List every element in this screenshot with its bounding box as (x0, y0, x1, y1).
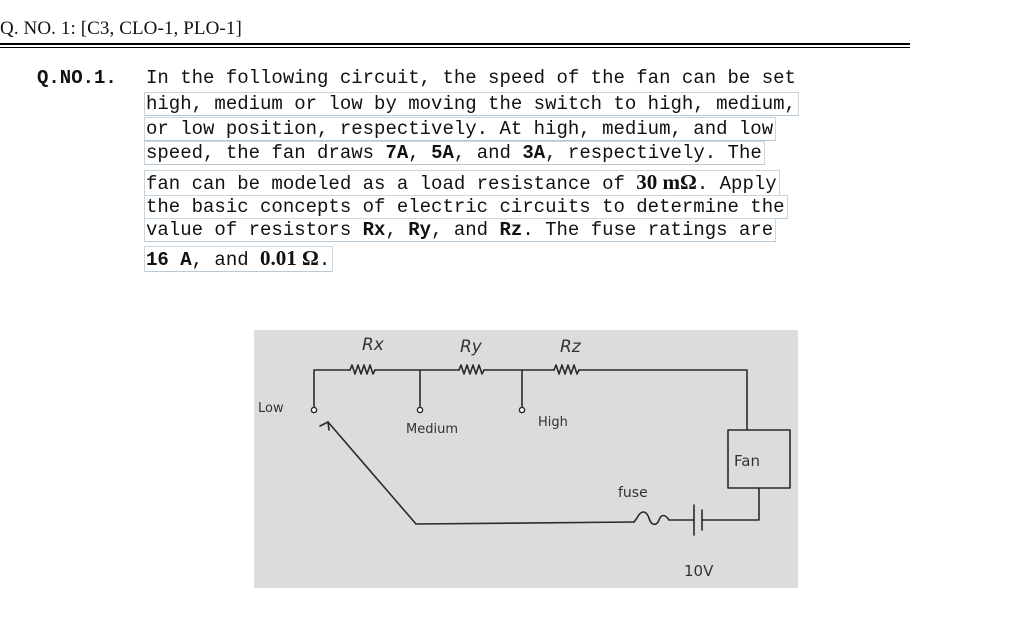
resistor-rx (349, 364, 376, 375)
circuit-svg: Rx Ry Rz Low Medium High Fan fuse 10V (258, 335, 791, 580)
question-header: Q. NO. 1: [C3, CLO-1, PLO-1] (0, 18, 242, 39)
wire-top-left (313, 369, 351, 409)
question-line-7: value of resistors Rx, Ry, and Rz. The f… (144, 218, 777, 242)
wire-fan-battery (701, 487, 760, 521)
label-ry: Ry (460, 337, 483, 357)
question-line-6: the basic concepts of electric circuits … (144, 195, 788, 219)
label-fuse: fuse (618, 485, 648, 501)
question-line-1: In the following circuit, the speed of t… (146, 67, 796, 89)
wire-top-right (578, 369, 748, 431)
label-rz: Rz (560, 337, 582, 357)
label-fan: Fan (734, 452, 760, 470)
wire-bottom (327, 421, 635, 525)
label-medium: Medium (406, 422, 458, 437)
resistor-rz (553, 364, 580, 375)
terminal-high (518, 406, 526, 414)
question-number: Q.NO.1. (37, 67, 117, 89)
terminal-low (310, 406, 318, 414)
label-rx: Rx (362, 335, 385, 355)
switch-arrowhead (319, 421, 330, 431)
terminal-medium (416, 406, 424, 414)
header-rule (0, 43, 910, 45)
question-line-8: 16 A, and 0.01 Ω. (144, 246, 334, 272)
fuse-symbol (633, 511, 695, 526)
circuit-diagram: Rx Ry Rz Low Medium High Fan fuse 10V (254, 330, 798, 588)
label-low: Low (258, 401, 284, 416)
label-high: High (538, 415, 568, 430)
question-line-3: or low position, respectively. At high, … (144, 117, 777, 141)
resistor-ry (458, 364, 485, 375)
question-line-2: high, medium or low by moving the switch… (144, 92, 799, 116)
question-line-5: fan can be modeled as a load resistance … (144, 170, 780, 196)
label-source: 10V (684, 562, 714, 580)
question-line-4: speed, the fan draws 7A, 5A, and 3A, res… (144, 141, 765, 165)
header-rule-thin (0, 47, 910, 48)
